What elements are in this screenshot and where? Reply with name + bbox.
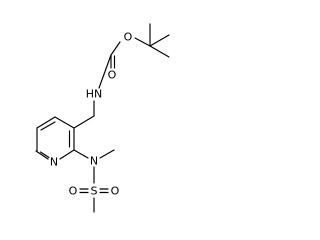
bond [134, 37, 151, 47]
atom-label-pyridine-nitrogen: N [50, 156, 58, 169]
molecule-structure: O O HN N N S O O [35, 23, 170, 213]
atom-label-carbamate-nh: HN [86, 88, 103, 101]
atom-label-sulfonyl-oxygen-right: O [111, 185, 120, 198]
bond [99, 149, 115, 159]
atom-label-sulfonyl-oxygen-left: O [69, 185, 78, 198]
bond [35, 150, 49, 160]
bond [39, 151, 50, 159]
tert-butyl-group [134, 23, 170, 58]
atom-label-carbonyl-oxygen: O [108, 69, 117, 82]
atom-label-ether-oxygen: O [124, 31, 133, 44]
bond [73, 115, 95, 129]
bond [110, 41, 121, 56]
bond [54, 116, 75, 129]
atom-label-sulfur: S [91, 185, 98, 198]
bond [59, 149, 75, 160]
carbamate-group [98, 41, 121, 89]
atom-label-sulfonamide-nitrogen: N [90, 155, 98, 168]
bond [73, 149, 89, 159]
bond [149, 34, 170, 47]
sulfonamide-group [73, 149, 115, 213]
bond [36, 116, 56, 129]
bond [98, 54, 112, 89]
pyridine-ring [35, 116, 75, 160]
bond [40, 121, 56, 131]
bond [149, 45, 170, 58]
